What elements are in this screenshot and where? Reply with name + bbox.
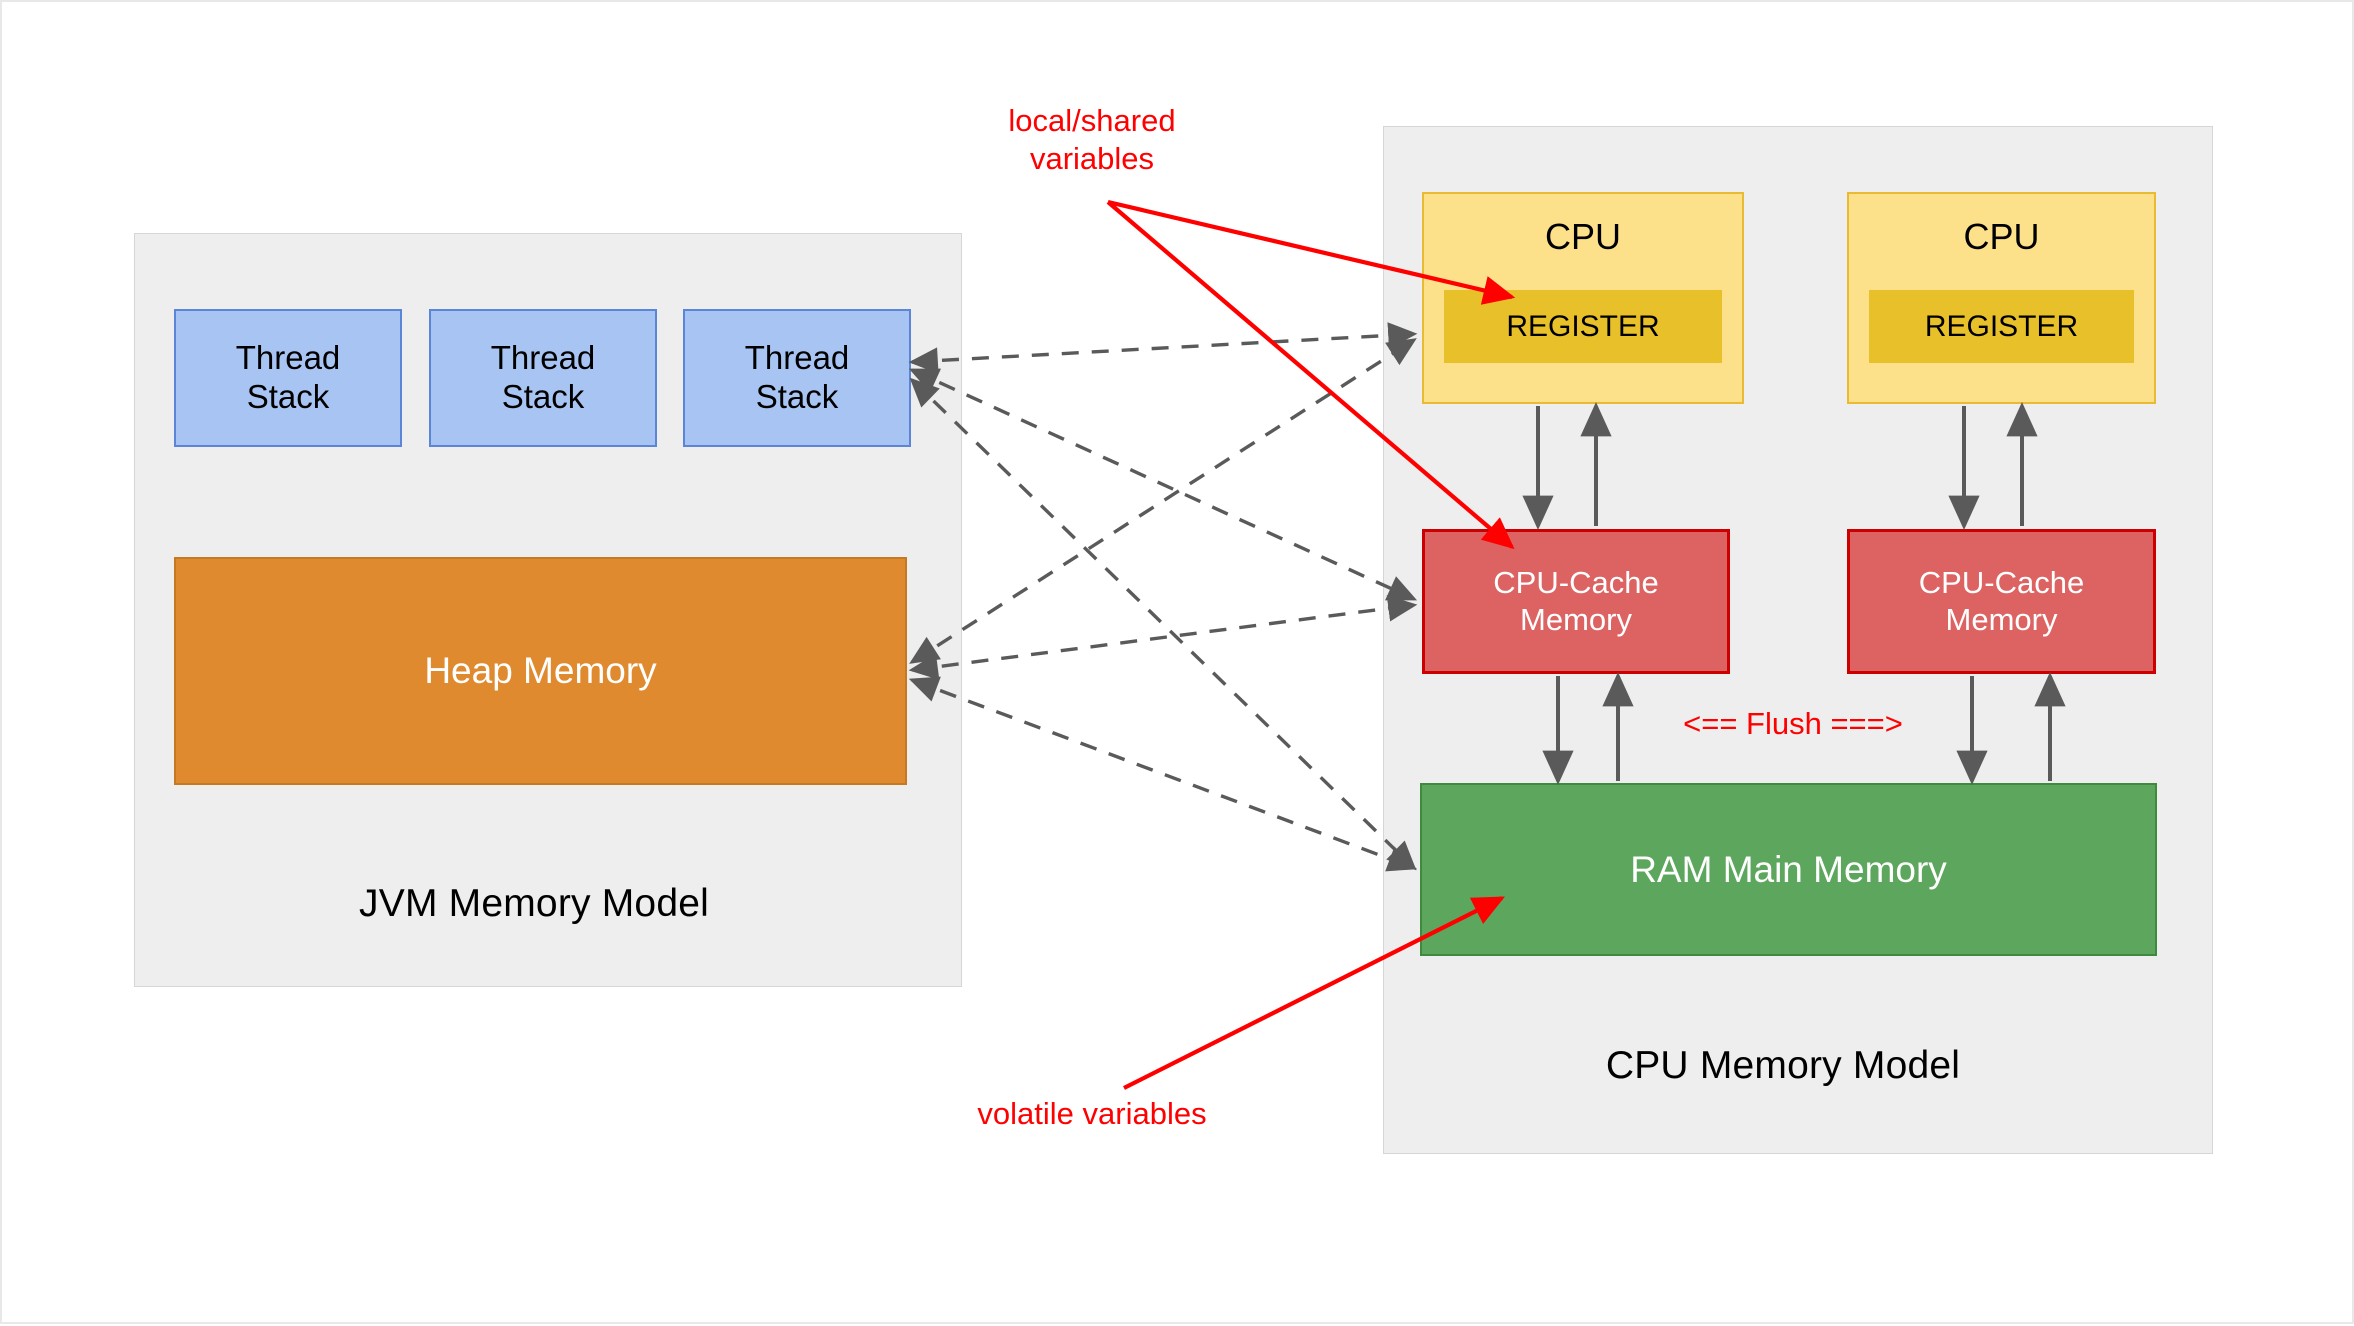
local-shared-label-line1: local/shared: [1008, 103, 1176, 138]
local-shared-label-line2: variables: [1029, 140, 1155, 176]
heap-memory-label: Heap Memory: [424, 650, 657, 692]
thread-stack-label-1-line1: Thread: [235, 339, 341, 377]
cpu-cache-memory-box-2[interactable]: CPU-Cache Memory: [1847, 529, 2156, 674]
thread-stack-label-3-line1: Thread: [744, 339, 850, 377]
cpu-panel-caption: CPU Memory Model: [1605, 1044, 1961, 1087]
cpu-cache-label-2: CPU-Cache Memory: [1919, 565, 2084, 638]
local-shared-variables-label: local/shared variables: [962, 102, 1222, 178]
link-thread-to-register-1: [908, 322, 1418, 374]
cpu-box-1[interactable]: CPU REGISTER: [1422, 192, 1744, 404]
cpu-cache-label-2-line1: CPU-Cache: [1918, 564, 2085, 600]
register-box-1[interactable]: REGISTER: [1444, 290, 1722, 363]
thread-stack-label-1: Thread Stack: [236, 339, 341, 417]
link-thread-to-ram-1: [909, 377, 1417, 871]
thread-stack-label-2: Thread Stack: [491, 339, 596, 417]
ram-main-memory-box[interactable]: RAM Main Memory: [1420, 783, 2157, 956]
heap-memory-box[interactable]: Heap Memory: [174, 557, 907, 785]
flush-label: <== Flush ===>: [1683, 706, 1903, 741]
thread-stack-box-2[interactable]: Thread Stack: [429, 309, 657, 447]
thread-stack-box-1[interactable]: Thread Stack: [174, 309, 402, 447]
link-thread-to-cache-1: [908, 368, 1418, 601]
thread-stack-label-2-line2: Stack: [501, 378, 585, 415]
cpu-cache-label-2-line2: Memory: [1945, 601, 2058, 637]
cpu-cache-label-1: CPU-Cache Memory: [1493, 565, 1658, 638]
cpu-title-1: CPU: [1544, 216, 1621, 257]
link-heap-to-ram: [908, 676, 1418, 872]
cpu-cache-label-1-line2: Memory: [1520, 601, 1632, 637]
ram-main-memory-label: RAM Main Memory: [1630, 848, 1947, 890]
thread-stack-label-1-line2: Stack: [246, 378, 330, 415]
thread-stack-label-2-line1: Thread: [490, 339, 596, 377]
link-heap-to-cache: [908, 595, 1418, 680]
thread-stack-label-3: Thread Stack: [745, 339, 850, 417]
cpu-cache-memory-box-1[interactable]: CPU-Cache Memory: [1422, 529, 1730, 674]
thread-stack-box-3[interactable]: Thread Stack: [683, 309, 911, 447]
cpu-box-2[interactable]: CPU REGISTER: [1847, 192, 2156, 404]
cpu-cache-label-1-line1: CPU-Cache: [1493, 564, 1659, 600]
thread-stack-label-3-line2: Stack: [755, 378, 839, 415]
register-box-2[interactable]: REGISTER: [1869, 290, 2134, 363]
volatile-variables-label: volatile variables: [977, 1096, 1207, 1131]
jvm-panel-caption: JVM Memory Model: [359, 882, 709, 925]
cpu-title-2: CPU: [1963, 216, 2040, 257]
link-heap-to-register: [909, 338, 1417, 664]
